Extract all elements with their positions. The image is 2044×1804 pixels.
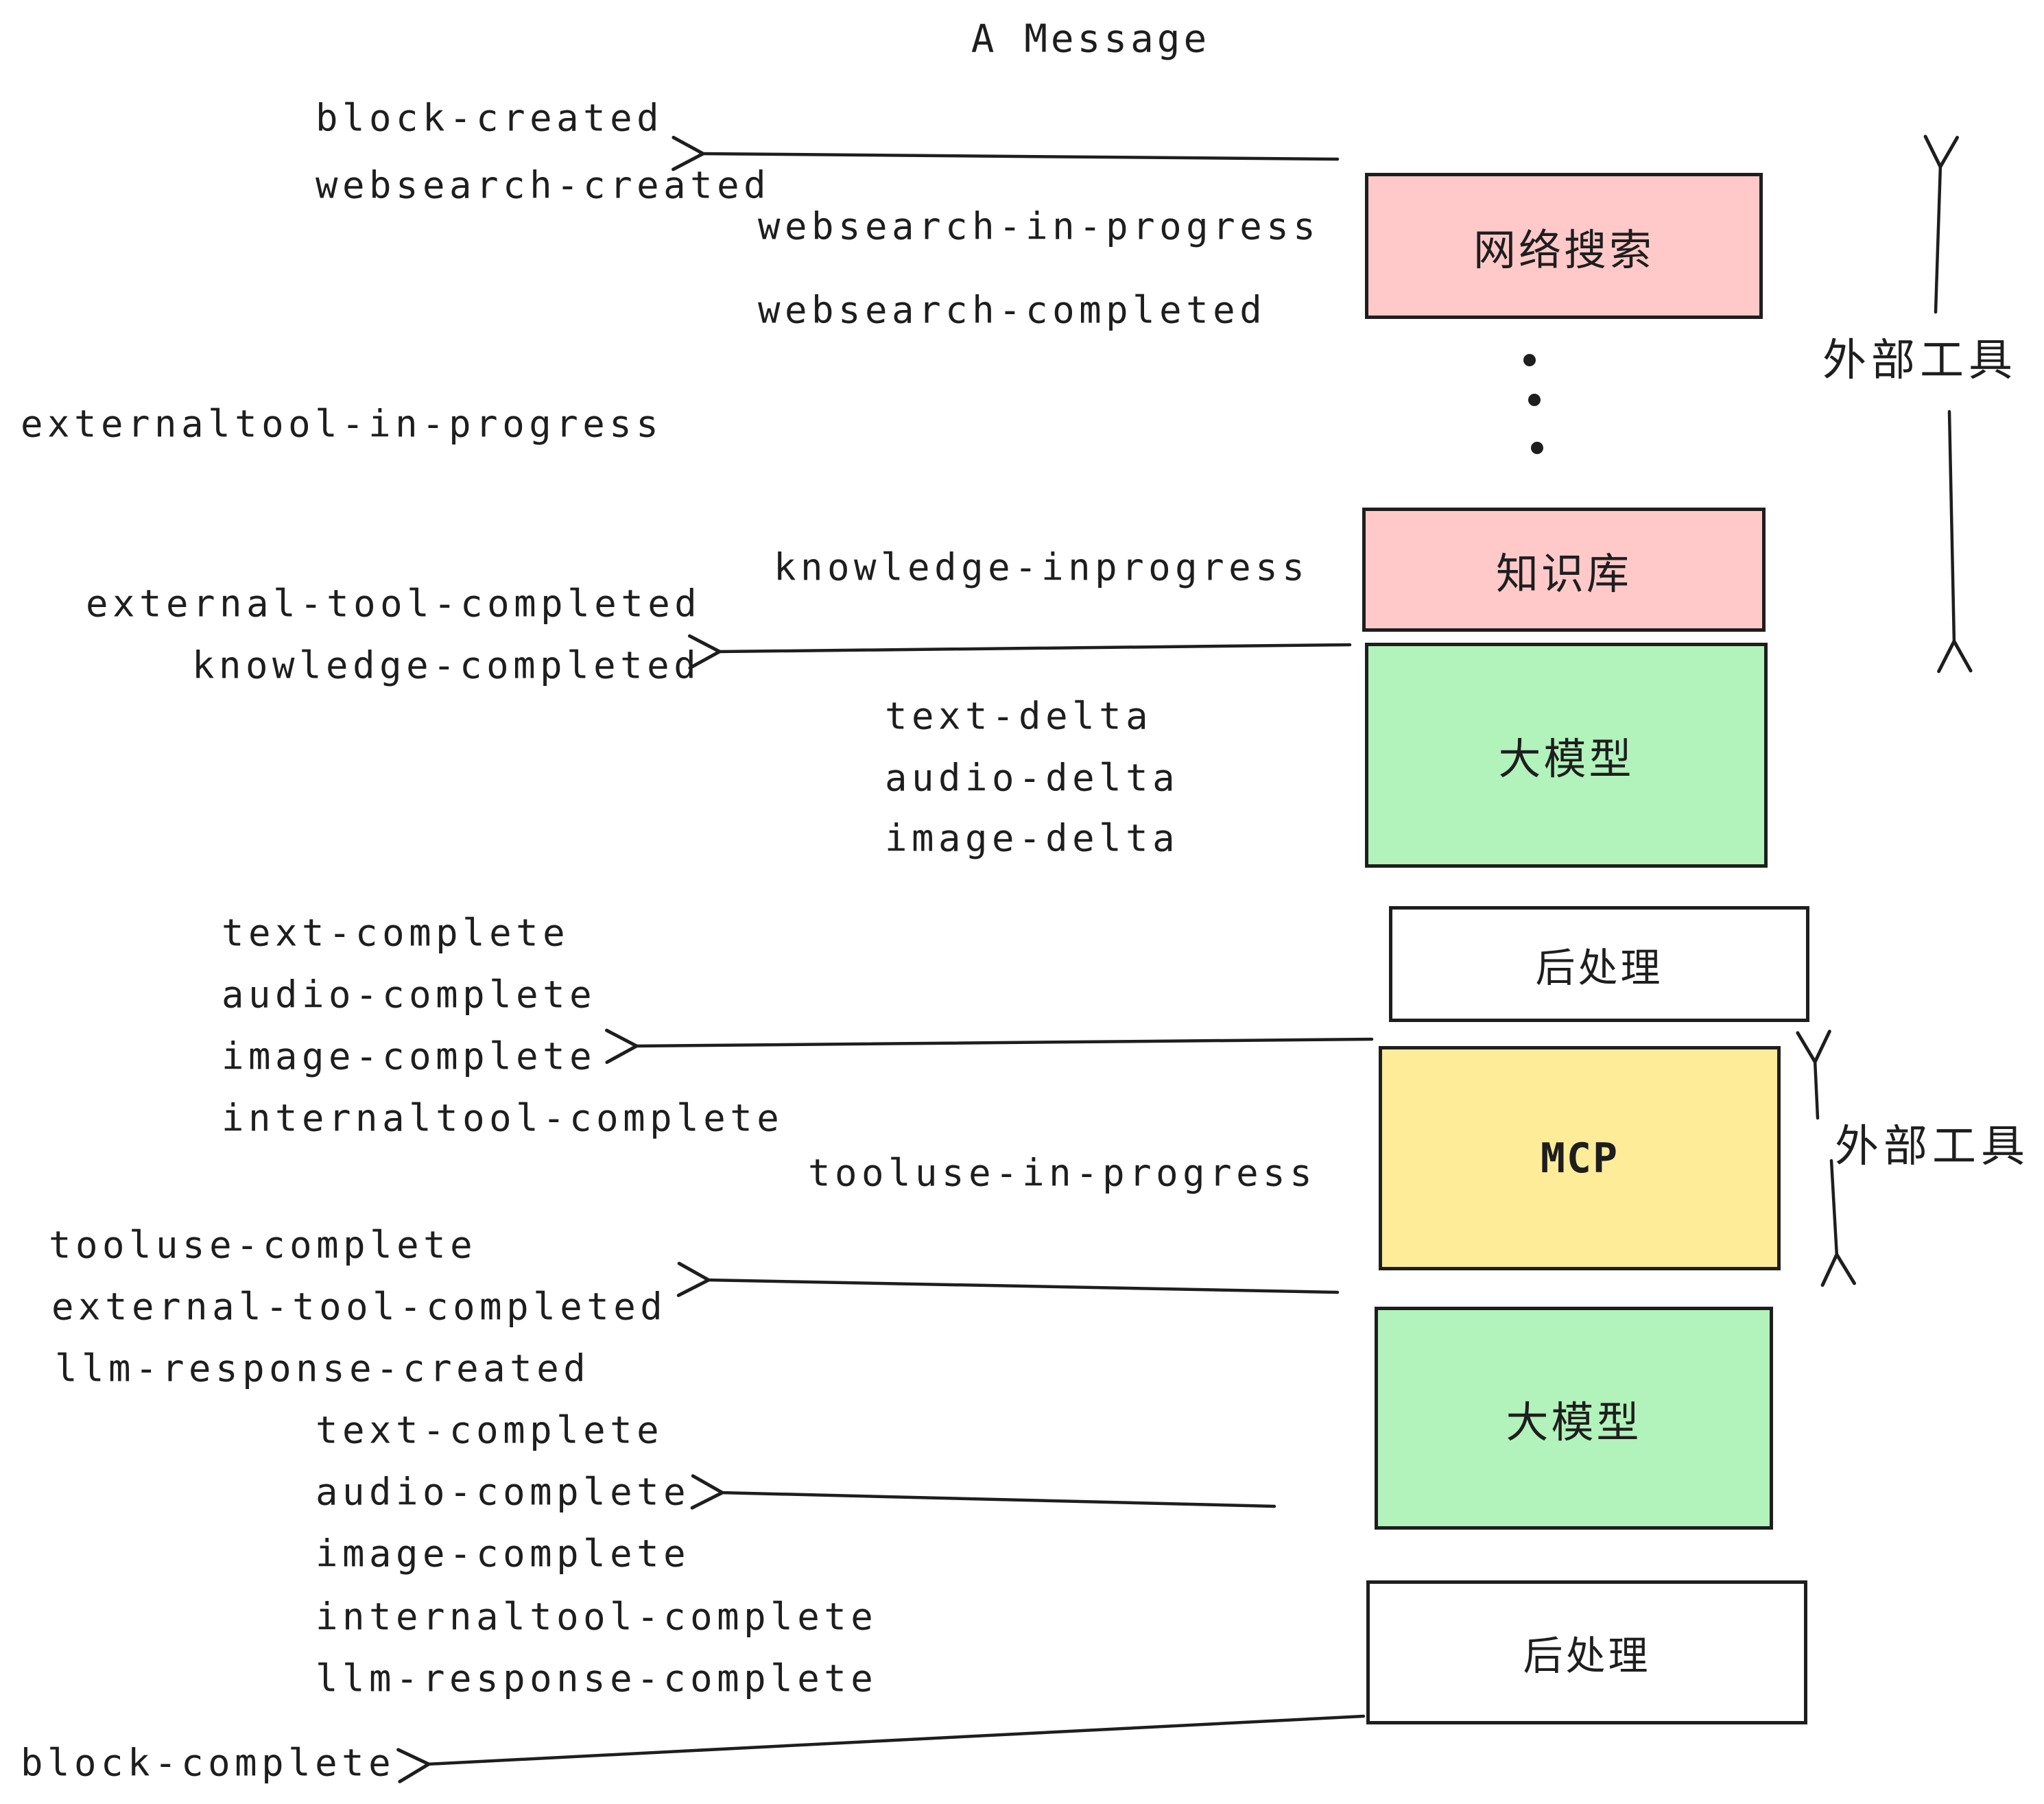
box-llm-2-label: 大模型: [1506, 1397, 1642, 1447]
event-websearch-created: websearch-created: [316, 163, 771, 207]
arrow-to-block-complete: [396, 1714, 1366, 1783]
event-externaltool-in-progress: externaltool-in-progress: [21, 402, 663, 446]
event-text-complete-1: text-complete: [222, 911, 570, 955]
external-tools-down-arrow-2: [1820, 1159, 1856, 1287]
event-knowledge-completed: knowledge-completed: [192, 643, 701, 687]
event-llm-response-created: llm-response-created: [55, 1346, 591, 1390]
event-websearch-completed: websearch-completed: [758, 288, 1267, 332]
event-image-complete-2: image-complete: [316, 1532, 691, 1576]
box-knowledge: 知识库: [1362, 508, 1766, 632]
event-llm-response-complete: llm-response-complete: [316, 1657, 878, 1700]
arrow-to-tooluse-complete: [676, 1261, 1340, 1297]
event-image-delta-1: image-delta: [885, 816, 1180, 860]
box-mcp: MCP: [1379, 1046, 1781, 1270]
event-audio-complete-1: audio-complete: [222, 973, 597, 1017]
event-image-complete-1: image-complete: [222, 1034, 597, 1078]
event-audio-complete-2: audio-complete: [316, 1470, 691, 1514]
arrow-to-audio-complete: [690, 1474, 1276, 1510]
box-llm-1: 大模型: [1365, 643, 1768, 868]
event-tooluse-complete: tooluse-complete: [49, 1223, 477, 1267]
external-tools-down-arrow-1: [1937, 410, 1973, 674]
arrow-to-image-complete: [605, 1028, 1374, 1065]
event-tooluse-in-progress: tooluse-in-progress: [808, 1151, 1317, 1195]
external-tools-label-1: 外部工具: [1822, 335, 2017, 386]
event-text-delta-1: text-delta: [885, 694, 1153, 738]
arrow-to-websearch-created: [672, 135, 1340, 171]
event-text-complete-2: text-complete: [316, 1408, 664, 1452]
box-websearch-label: 网络搜索: [1473, 224, 1654, 275]
event-audio-delta-1: audio-delta: [885, 756, 1180, 800]
vertical-ellipsis-dots: [1523, 354, 1543, 454]
external-tools-up-arrow-2: [1796, 1030, 1831, 1120]
event-knowledge-inprogress: knowledge-inprogress: [774, 545, 1309, 589]
box-postprocess-2-label: 后处理: [1523, 1633, 1651, 1679]
box-llm-2: 大模型: [1375, 1307, 1773, 1530]
event-block-created: block-created: [316, 96, 664, 140]
event-internaltool-complete-2: internaltool-complete: [316, 1595, 878, 1639]
box-websearch: 网络搜索: [1365, 173, 1763, 319]
arrow-to-knowledge-completed: [687, 634, 1352, 670]
box-mcp-label: MCP: [1540, 1134, 1619, 1183]
external-tools-up-arrow-1: [1923, 134, 1960, 314]
event-block-complete: block-complete: [21, 1741, 396, 1785]
event-internaltool-complete-1: internaltool-complete: [222, 1096, 784, 1140]
external-tools-label-2: 外部工具: [1835, 1121, 2030, 1172]
diagram-title: A Message: [971, 16, 1211, 62]
event-websearch-in-progress: websearch-in-progress: [758, 204, 1320, 248]
box-llm-1-label: 大模型: [1498, 734, 1635, 784]
box-postprocess-1-label: 后处理: [1535, 944, 1663, 991]
box-postprocess-1: 后处理: [1389, 906, 1809, 1022]
event-external-tool-completed-2: external-tool-completed: [51, 1285, 667, 1329]
event-external-tool-completed-1: external-tool-completed: [86, 582, 702, 626]
box-knowledge-label: 知识库: [1495, 548, 1632, 599]
box-postprocess-2: 后处理: [1366, 1580, 1807, 1724]
